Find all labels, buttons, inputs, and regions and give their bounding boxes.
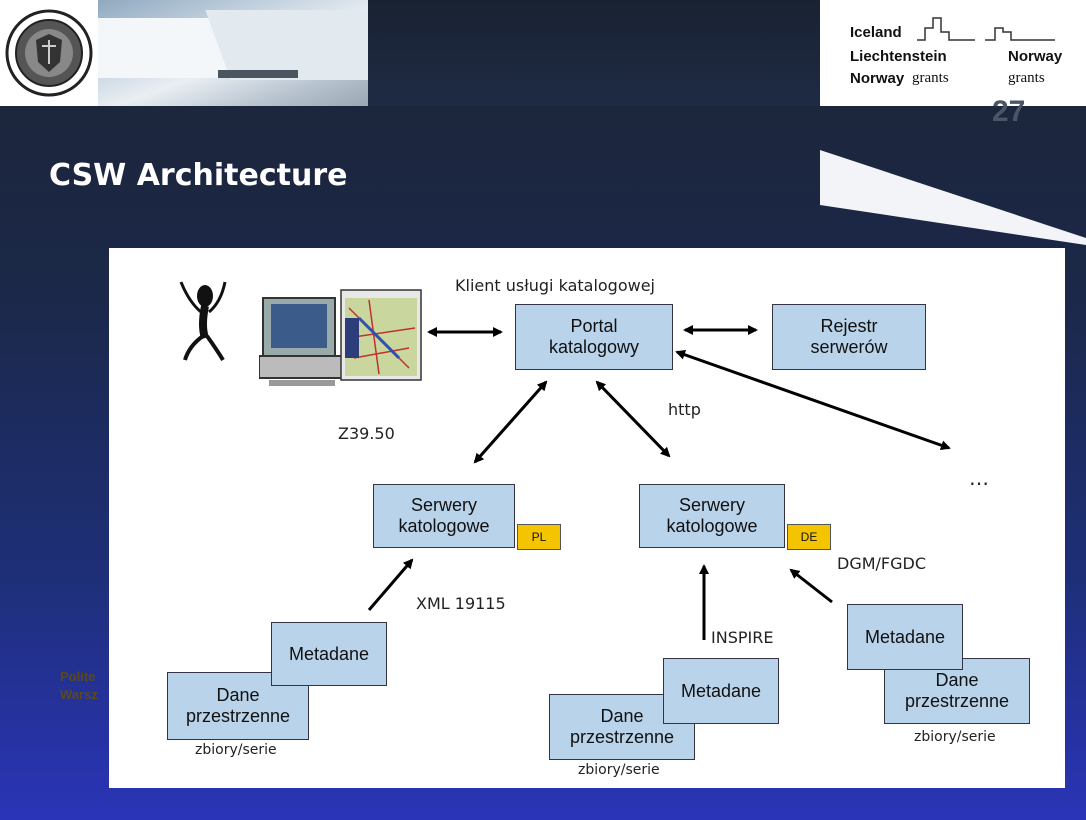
datasets-label-right: zbiory/serie [914, 729, 996, 745]
header-photo [98, 0, 368, 106]
client-label: Klient usługi katalogowej [455, 276, 655, 295]
registry-box: Rejestr serwerów [772, 304, 926, 370]
grants-iceland: Iceland [850, 24, 902, 41]
dgm-fgdc-label: DGM/FGDC [837, 554, 927, 573]
more-servers-ellipsis: … [969, 466, 989, 490]
slide-title: CSW Architecture [49, 158, 348, 193]
portal-box: Portal katalogowy [515, 304, 673, 370]
slide-page-number: 27 [992, 95, 1026, 128]
user-figure-icon [179, 281, 227, 362]
diagram-arrows [367, 325, 951, 640]
grants-logo-icon [917, 17, 1055, 41]
datasets-label-left: zbiory/serie [195, 742, 277, 758]
server-box-pl: Serwery katologowe [373, 484, 515, 548]
country-tag-de: DE [787, 524, 831, 550]
inspire-label: INSPIRE [711, 628, 774, 647]
header-bar: Iceland Liechtenstein Norway Norway gran… [0, 0, 1086, 106]
footer-faded-text: Polite Warsz [60, 668, 98, 704]
diagram-panel: Klient usługi katalogowej Portal katalog… [109, 248, 1065, 788]
eea-norway-grants-logo: Iceland Liechtenstein Norway Norway gran… [820, 0, 1086, 106]
metadata-box-right: Metadane [847, 604, 963, 670]
grants-norway-right: Norway [1008, 48, 1063, 65]
computer-icon [259, 289, 422, 386]
header-dark-band [368, 0, 820, 106]
spatial-data-box-middle: Dane przestrzenne [549, 694, 695, 760]
protocol-z3950-label: Z39.50 [338, 424, 395, 443]
grants-norway-left: Norway [850, 70, 905, 87]
xml-19115-label: XML 19115 [416, 594, 506, 613]
university-seal-logo [0, 0, 98, 106]
footer-faded-line-2: Warsz [60, 687, 98, 702]
grants-word-left: grants [912, 70, 949, 86]
metadata-box-left: Metadane [271, 622, 387, 686]
datasets-label-middle: zbiory/serie [578, 762, 660, 778]
country-tag-pl: PL [517, 524, 561, 550]
protocol-http-label: http [668, 400, 701, 419]
server-box-de: Serwery katologowe [639, 484, 785, 548]
metadata-box-middle: Metadane [663, 658, 779, 724]
grants-liechtenstein: Liechtenstein [850, 48, 947, 65]
footer-faded-line-1: Polite [60, 669, 96, 684]
grants-word-right: grants [1008, 70, 1045, 86]
